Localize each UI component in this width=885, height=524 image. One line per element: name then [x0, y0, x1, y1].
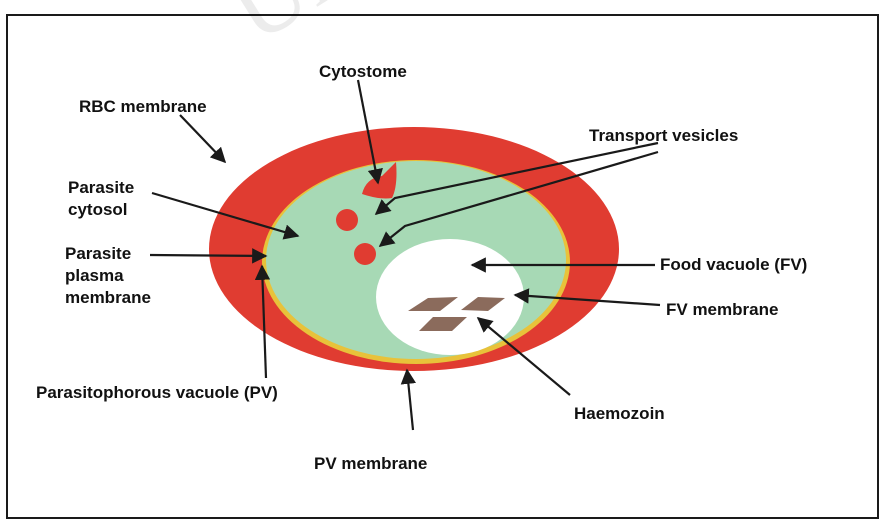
label-haemozoin: Haemozoin: [574, 403, 665, 425]
arrow-rbc-membrane: [180, 115, 225, 162]
label-pv: Parasitophorous vacuole (PV): [36, 382, 278, 404]
label-parasite-cytosol-line1: Parasite: [68, 177, 134, 199]
label-parasite-plasma-line2: plasma: [65, 265, 124, 287]
label-pv-membrane: PV membrane: [314, 453, 427, 475]
label-parasite-plasma-line1: Parasite: [65, 243, 131, 265]
label-transport-vesicles: Transport vesicles: [589, 125, 738, 147]
label-cytostome: Cytostome: [319, 61, 407, 83]
label-rbc-membrane: RBC membrane: [79, 96, 207, 118]
label-food-vacuole: Food vacuole (FV): [660, 254, 807, 276]
label-parasite-cytosol-line2: cytosol: [68, 199, 128, 221]
label-fv-membrane: FV membrane: [666, 299, 778, 321]
transport-vesicle-1: [336, 209, 358, 231]
arrow-pv-membrane: [407, 370, 413, 430]
arrow-parasite-plasma: [150, 255, 266, 256]
label-parasite-plasma-line3: membrane: [65, 287, 151, 309]
transport-vesicle-2: [354, 243, 376, 265]
